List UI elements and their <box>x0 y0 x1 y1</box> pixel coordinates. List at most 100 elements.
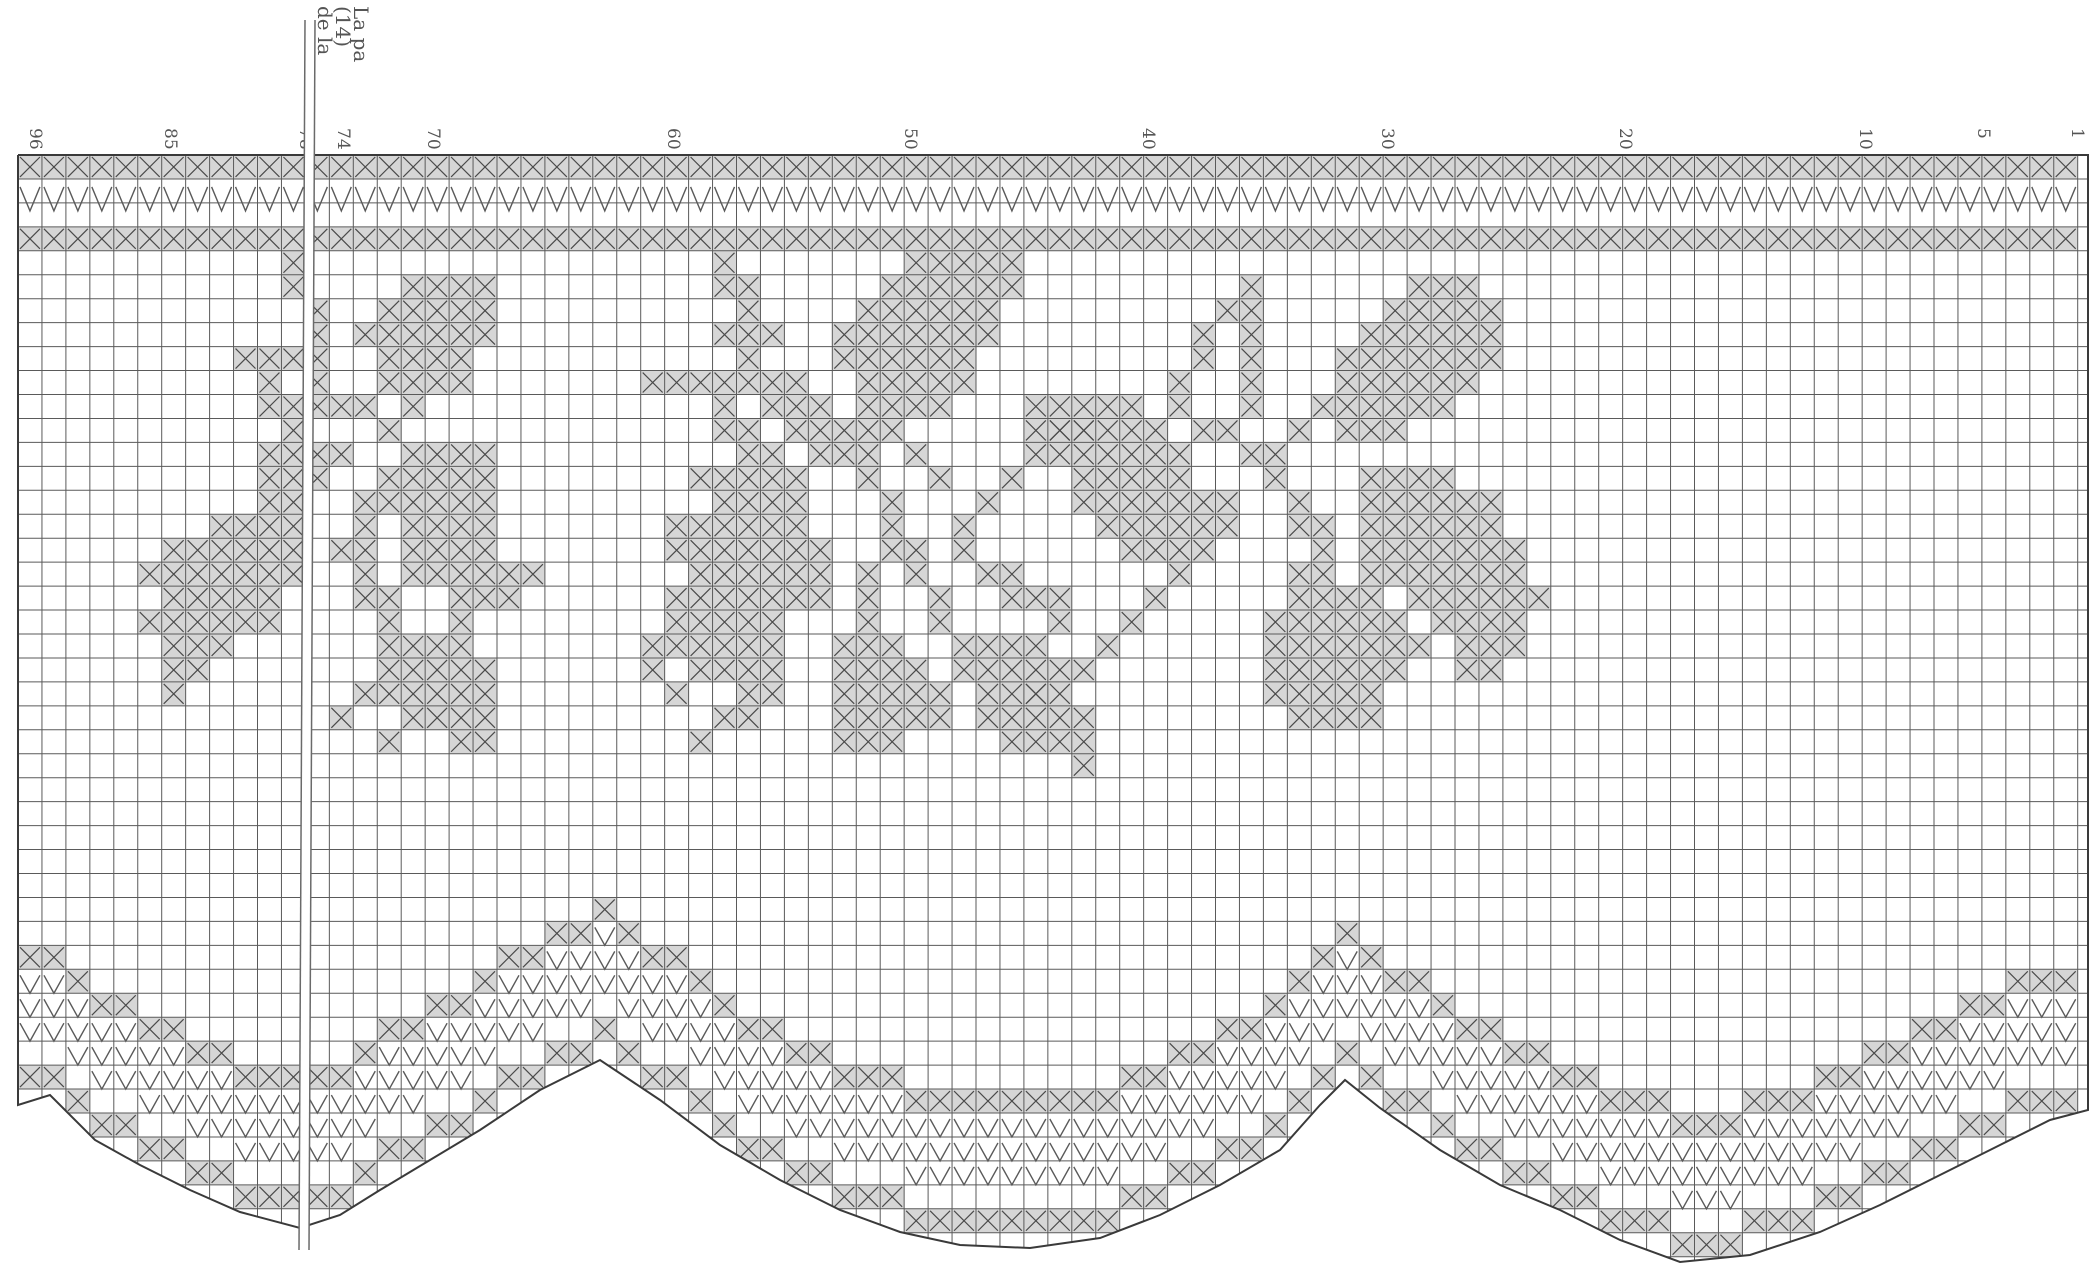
chevron-stitch <box>1098 1143 1118 1161</box>
chevron-stitch <box>1864 1119 1884 1137</box>
chevron-stitch <box>643 999 663 1017</box>
chevron-stitch <box>1194 1119 1214 1137</box>
chevron-stitch <box>403 1095 423 1113</box>
chevron-stitch <box>1888 187 1908 211</box>
chevron-stitch <box>1529 1071 1549 1089</box>
chevron-stitch <box>1385 1047 1405 1065</box>
chevron-stitch <box>212 1071 232 1089</box>
chevron-stitch <box>1840 187 1860 211</box>
chevron-stitch <box>1816 1095 1836 1113</box>
chevron-stitch <box>1625 1119 1645 1137</box>
chevron-stitch <box>475 1047 495 1065</box>
chevron-stitch <box>1289 999 1309 1017</box>
chevron-stitch <box>1577 1095 1597 1113</box>
chevron-stitch <box>834 1143 854 1161</box>
chevron-stitch <box>331 187 351 211</box>
chevron-stitch <box>786 1071 806 1089</box>
chevron-stitch <box>691 187 711 211</box>
chevron-stitch <box>1409 1047 1429 1065</box>
chevron-stitch <box>1265 1071 1285 1089</box>
chevron-stitch <box>1792 1143 1812 1161</box>
chevron-stitch <box>1241 187 1261 211</box>
chevron-stitch <box>1361 975 1381 993</box>
chevron-stitch <box>1122 1143 1142 1161</box>
chevron-stitch <box>1649 1143 1669 1161</box>
chevron-stitch <box>1553 1095 1573 1113</box>
chevron-stitch <box>954 187 974 211</box>
chevron-stitch <box>810 1071 830 1089</box>
chevron-stitch <box>44 975 64 993</box>
chevron-stitch <box>1720 1167 1740 1185</box>
chevron-stitch <box>2056 999 2076 1017</box>
chevron-stitch <box>1050 1143 1070 1161</box>
chevron-stitch <box>1960 1047 1980 1065</box>
chevron-stitch <box>1337 187 1357 211</box>
chevron-stitch <box>20 975 40 993</box>
chevron-stitch <box>1625 187 1645 211</box>
chevron-stitch <box>44 1023 64 1041</box>
chevron-stitch <box>1768 1167 1788 1185</box>
chevron-stitch <box>1194 1071 1214 1089</box>
chevron-stitch <box>1816 1119 1836 1137</box>
chevron-stitch <box>1625 1143 1645 1161</box>
chevron-stitch <box>331 1143 351 1161</box>
chevron-stitch <box>140 1095 160 1113</box>
chevron-stitch <box>1457 1095 1477 1113</box>
chevron-stitch <box>691 1023 711 1041</box>
chevron-stitch <box>1146 1143 1166 1161</box>
column-number-label: 60 <box>663 128 683 150</box>
chevron-stitch <box>1074 1143 1094 1161</box>
chevron-stitch <box>810 187 830 211</box>
chevron-stitch <box>1265 187 1285 211</box>
chevron-stitch <box>1313 975 1333 993</box>
chevron-stitch <box>1098 1167 1118 1185</box>
chevron-stitch <box>762 1047 782 1065</box>
chevron-stitch <box>1840 1095 1860 1113</box>
chevron-stitch <box>1026 1119 1046 1137</box>
chevron-stitch <box>930 1143 950 1161</box>
chevron-stitch <box>427 187 447 211</box>
chevron-stitch <box>2008 999 2028 1017</box>
column-number-label: 85 <box>160 128 180 150</box>
chevron-stitch <box>595 187 615 211</box>
chevron-stitch <box>858 1095 878 1113</box>
chevron-stitch <box>1984 1071 2004 1089</box>
chevron-stitch <box>1002 187 1022 211</box>
chevron-stitch <box>331 1095 351 1113</box>
chevron-stitch <box>1577 1143 1597 1161</box>
chevron-stitch <box>188 1119 208 1137</box>
chevron-stitch <box>92 1023 112 1041</box>
chevron-stitch <box>2032 999 2052 1017</box>
chevron-stitch <box>834 1095 854 1113</box>
chevron-stitch <box>116 1071 136 1089</box>
chevron-stitch <box>1026 187 1046 211</box>
chevron-stitch <box>355 1119 375 1137</box>
chevron-stitch <box>1050 187 1070 211</box>
chevron-stitch <box>715 1023 735 1041</box>
chevron-stitch <box>1050 1119 1070 1137</box>
chevron-stitch <box>691 999 711 1017</box>
chevron-stitch <box>1265 1047 1285 1065</box>
chevron-stitch <box>1864 187 1884 211</box>
chevron-stitch <box>44 999 64 1017</box>
chevron-stitch <box>92 1047 112 1065</box>
chevron-stitch <box>1744 1167 1764 1185</box>
chevron-stitch <box>355 1071 375 1089</box>
chevron-stitch <box>954 1119 974 1137</box>
chevron-stitch <box>1697 1167 1717 1185</box>
chevron-stitch <box>164 1095 184 1113</box>
chevron-stitch <box>68 999 88 1017</box>
chevron-stitch <box>834 187 854 211</box>
chevron-stitch <box>164 187 184 211</box>
column-number-label: 70 <box>423 128 443 150</box>
chevron-stitch <box>1720 1143 1740 1161</box>
chevron-stitch <box>427 1047 447 1065</box>
chevron-stitch <box>116 1023 136 1041</box>
chevron-stitch <box>403 1071 423 1089</box>
chevron-stitch <box>164 1071 184 1089</box>
chevron-stitch <box>1601 187 1621 211</box>
chevron-stitch <box>355 187 375 211</box>
chevron-stitch <box>643 187 663 211</box>
chevron-stitch <box>20 1023 40 1041</box>
